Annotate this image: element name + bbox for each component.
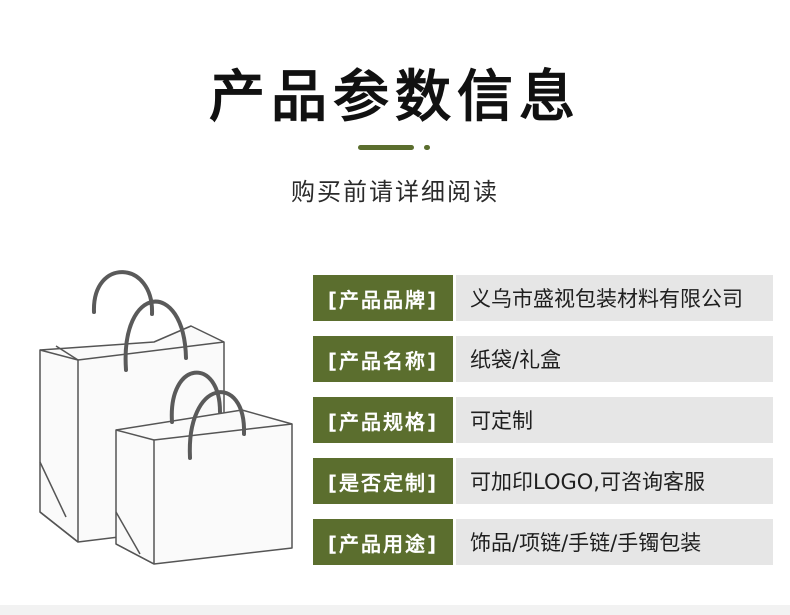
param-label: [产品品牌]	[313, 275, 453, 321]
param-value: 可加印LOGO,可咨询客服	[456, 458, 773, 504]
title-divider-dot	[424, 145, 430, 150]
param-value: 饰品/项链/手链/手镯包装	[456, 519, 773, 565]
param-label: [是否定制]	[313, 458, 453, 504]
title-divider-line	[358, 145, 414, 150]
param-label: [产品名称]	[313, 336, 453, 382]
page-title: 产品参数信息	[209, 65, 581, 130]
param-label: [产品用途]	[313, 519, 453, 565]
paper-bags-illustration	[39, 270, 293, 565]
param-label: [产品规格]	[313, 397, 453, 443]
param-value: 纸袋/礼盒	[456, 336, 773, 382]
param-value: 可定制	[456, 397, 773, 443]
page-subtitle: 购买前请详细阅读	[291, 178, 499, 206]
param-value: 义乌市盛视包装材料有限公司	[456, 275, 773, 321]
bottom-strip	[0, 605, 790, 615]
